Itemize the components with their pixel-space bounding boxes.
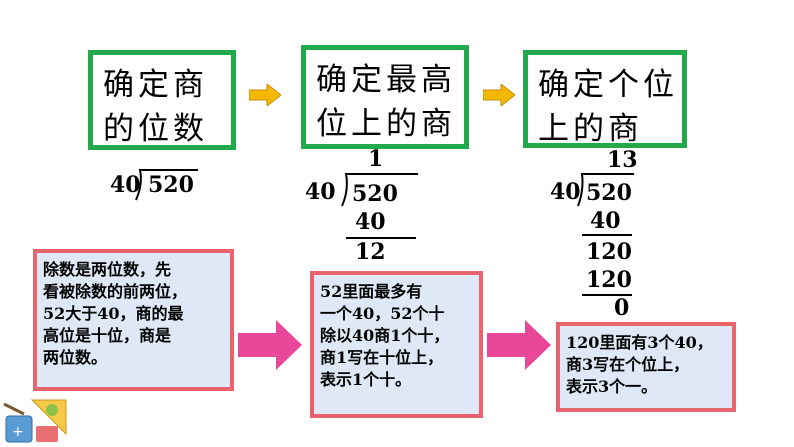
note-line: 表示1个十。	[320, 370, 412, 389]
division1-divisor: 40	[110, 172, 141, 198]
step-box-highest-digit: 确定最高 位上的商	[301, 45, 469, 149]
step-label-line: 确定最高	[316, 62, 456, 98]
note-line: 除以40商1个十，	[320, 326, 450, 345]
note-line: 看被除数的前两位，	[43, 282, 188, 301]
note-line: 52大于40，商的最	[43, 304, 184, 323]
step-label-line: 位上的商	[316, 106, 456, 142]
note-box-highest-digit: 52里面最多有 一个40，52个十 除以40商1个十， 商1写在十位上， 表示1…	[310, 271, 483, 418]
division3-product2: 120	[586, 267, 632, 293]
division3-dividend: 520	[586, 180, 632, 206]
chevron-arrow-icon	[483, 84, 515, 106]
division3-divisor: 40	[550, 179, 581, 205]
note-line: 表示3个一。	[566, 377, 658, 396]
division2-dividend: 520	[352, 181, 398, 207]
step-label-line: 确定个位	[538, 67, 678, 103]
note-line: 一个40，52个十	[320, 304, 445, 323]
step-label-line: 的位数	[103, 111, 208, 147]
big-right-arrow-icon	[238, 320, 302, 370]
division-line	[582, 294, 632, 296]
math-tools-icon: +	[3, 399, 67, 443]
division3-product1: 40	[590, 208, 621, 234]
division3-remainder: 0	[614, 295, 630, 321]
division2-divisor: 40	[305, 179, 336, 205]
note-line: 52里面最多有	[320, 282, 423, 301]
step-label-line: 上的商	[538, 111, 643, 147]
note-line: 120里面有3个40，	[566, 333, 713, 352]
note-line: 两位数。	[43, 348, 108, 367]
division-line	[582, 234, 632, 236]
division-bracket	[577, 173, 634, 207]
step-box-determine-digits: 确定商 的位数	[88, 50, 236, 150]
step-box-ones-digit: 确定个位 上的商	[523, 50, 687, 148]
note-box-ones-digit: 120里面有3个40， 商3写在个位上， 表示3个一。	[556, 322, 736, 412]
note-line: 商3写在个位上，	[566, 355, 690, 374]
chevron-arrow-icon	[249, 84, 281, 106]
division1-dividend: 520	[148, 172, 194, 198]
division3-partial: 120	[586, 239, 632, 265]
division-bracket	[135, 169, 198, 201]
big-right-arrow-icon	[487, 320, 551, 370]
division2-remainder: 12	[355, 239, 386, 265]
svg-text:+: +	[12, 424, 24, 440]
note-line: 除数是两位数，先	[43, 260, 172, 279]
note-line: 高位是十位，商是	[43, 326, 172, 345]
step-label-line: 确定商	[103, 67, 208, 103]
division-line	[346, 237, 416, 239]
note-line: 商1写在十位上，	[320, 348, 444, 367]
division2-quotient: 1	[368, 146, 384, 172]
division2-product: 40	[355, 209, 386, 235]
note-box-digits: 除数是两位数，先 看被除数的前两位， 52大于40，商的最 高位是十位，商是 两…	[33, 249, 234, 391]
division3-quotient: 13	[607, 147, 638, 173]
division-bracket	[341, 173, 418, 207]
